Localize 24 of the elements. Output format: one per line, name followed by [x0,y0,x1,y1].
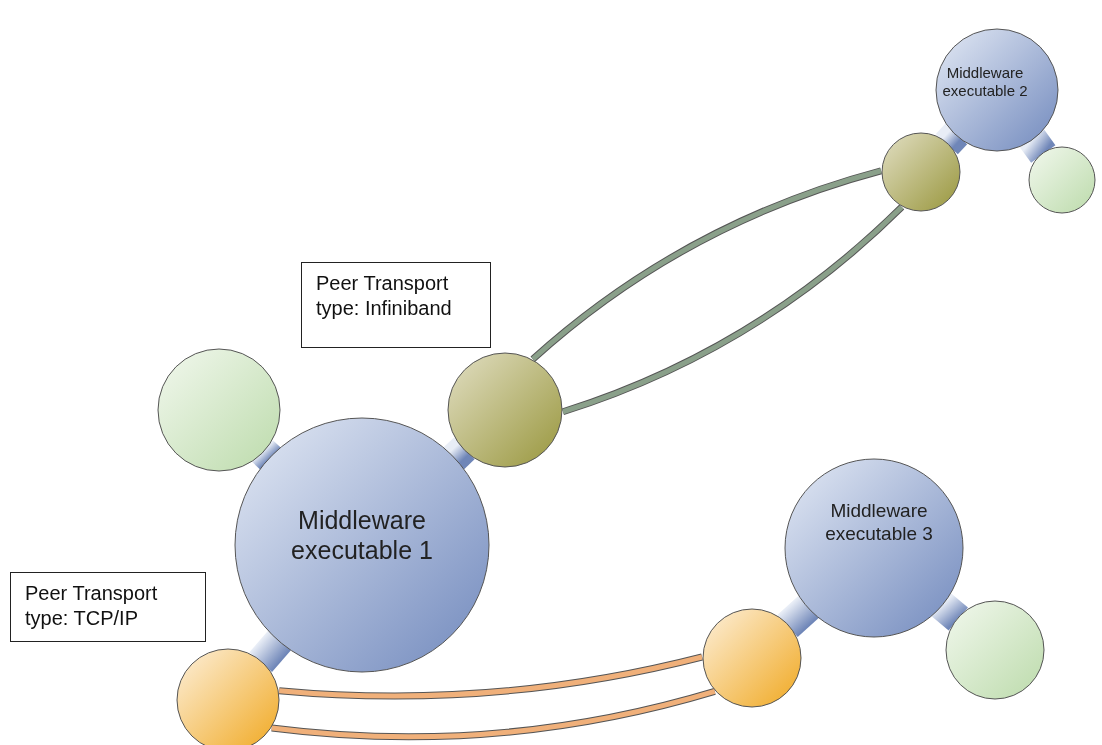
connector-line [271,688,716,740]
ball [881,132,961,212]
sphere [234,417,490,673]
sphere [784,458,964,638]
connector-tube [931,593,968,631]
connector-line [531,168,882,361]
connector-line [562,205,904,415]
node-label: Middleware executable 2 [941,64,1029,100]
sphere [935,28,1059,152]
callout-text: Peer Transport type: Infiniband [316,272,452,319]
callout-box [301,262,491,348]
ball [1028,146,1096,214]
ball [945,600,1045,700]
node-label: Middleware executable 1 [290,505,434,565]
connector-line [278,654,703,699]
ball [157,348,281,472]
connector-tube [777,595,819,637]
node-label: Middleware executable 3 [824,500,934,546]
callout-text: Peer Transport type: TCP/IP [25,582,158,629]
callout-box [10,572,206,642]
connector-tube [1019,129,1056,163]
ball [702,608,802,708]
connector-tube [249,630,291,672]
ball [447,352,563,468]
